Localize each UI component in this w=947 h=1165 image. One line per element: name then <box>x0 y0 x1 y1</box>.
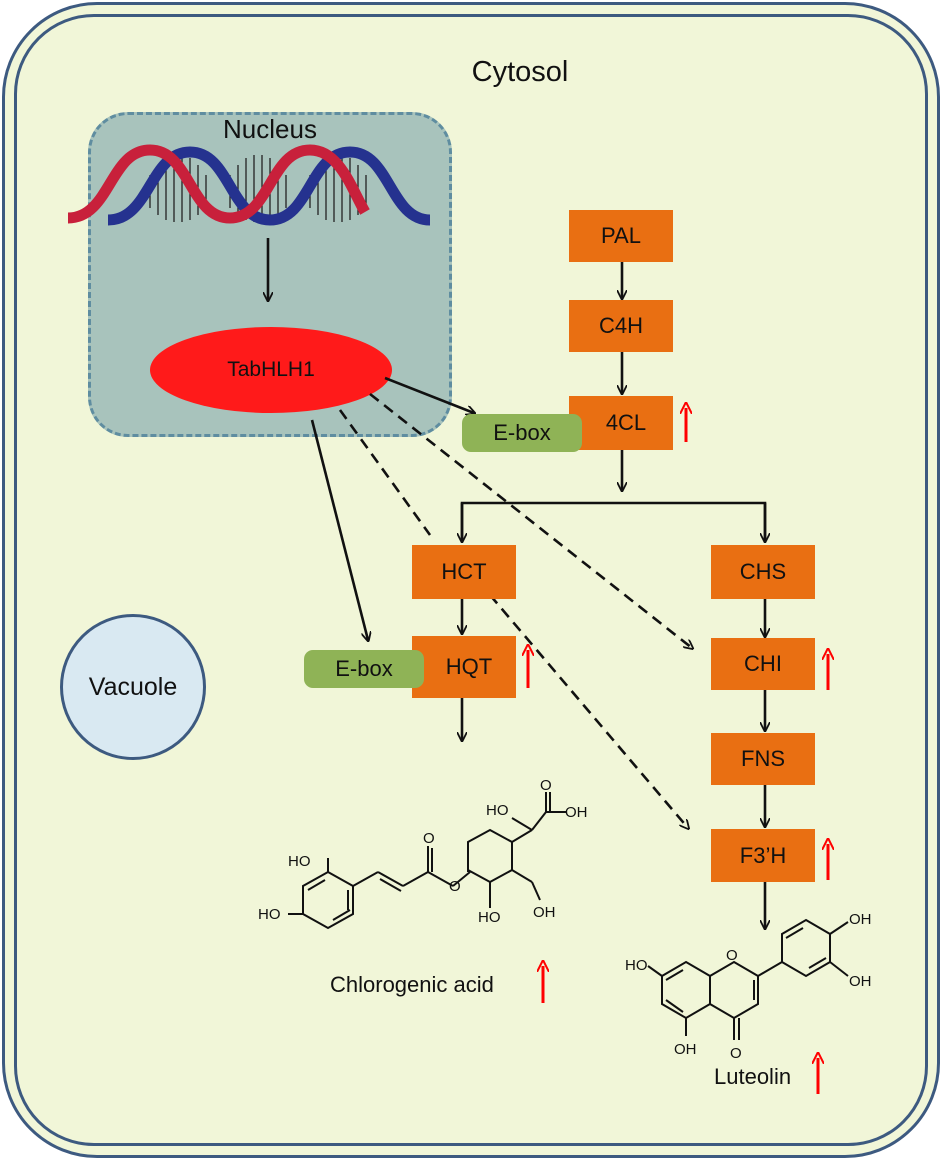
hqt-label: HQT <box>445 654 493 679</box>
cga-o-carbonyl: O <box>449 878 461 895</box>
tf-to-hqt-ebox-arrow <box>310 419 368 640</box>
lut-oh-3p: OH <box>849 911 872 928</box>
lut-o-ring: O <box>726 947 738 964</box>
chlorogenic-acid-label: Chlorogenic acid <box>330 972 494 997</box>
cga-o-ester: O <box>423 830 435 847</box>
cga-ho-2: HO <box>258 906 281 923</box>
nucleus-label: Nucleus <box>223 114 317 144</box>
ebox-hqt: E-box <box>304 650 424 688</box>
enzyme-f3h: F3’H <box>711 829 815 882</box>
enzyme-fns: FNS <box>711 733 815 785</box>
pal-label: PAL <box>601 223 641 248</box>
lut-o-carbonyl: O <box>730 1045 742 1062</box>
ebox-4cl: E-box <box>462 414 582 452</box>
enzyme-pal: PAL <box>569 210 673 262</box>
enzyme-hqt: HQT <box>412 636 516 698</box>
tf-to-chi-dashed-arrow <box>369 392 692 648</box>
dna-blue-strand <box>107 146 431 226</box>
enzyme-chs: CHS <box>711 545 815 599</box>
lut-ho-7: HO <box>625 957 648 974</box>
cga-ho-1: HO <box>288 853 311 870</box>
tf-to-4cl-ebox-arrow <box>384 376 474 413</box>
enzyme-chi: CHI <box>711 638 815 690</box>
4cl-label: 4CL <box>605 410 647 435</box>
cytosol-label: Cytosol <box>471 56 569 88</box>
fns-label: FNS <box>741 746 785 771</box>
cga-ho-5: HO <box>486 802 509 819</box>
chi-label: CHI <box>744 651 782 676</box>
tabhlh1-transcription-factor: TabHLH1 <box>150 327 392 413</box>
tabhlh1-label: TabHLH1 <box>227 358 315 381</box>
cga-oh-6: OH <box>565 804 588 821</box>
tf-to-hct-dashed-line <box>338 409 432 536</box>
ebox-label: E-box <box>493 420 551 445</box>
vacuole-label: Vacuole <box>88 672 178 701</box>
c4h-label: C4H <box>598 313 643 338</box>
f3h-label: F3’H <box>739 842 787 868</box>
enzyme-4cl: 4CL <box>569 396 673 450</box>
hct-to-f3h-dashed-arrow <box>489 594 688 828</box>
lut-oh-4p: OH <box>849 973 872 990</box>
dna-red-strand <box>67 144 370 224</box>
lut-oh-5: OH <box>674 1041 697 1058</box>
chs-label: CHS <box>739 559 787 584</box>
cga-oh-4: OH <box>533 904 556 921</box>
hct-label: HCT <box>441 559 487 584</box>
enzyme-hct: HCT <box>412 545 516 599</box>
luteolin-label: Luteolin <box>714 1064 792 1089</box>
vacuole: Vacuole <box>60 614 206 760</box>
ebox-label-2: E-box <box>335 656 393 681</box>
cga-ho-3: HO <box>478 909 501 926</box>
cga-o-acid: O <box>540 777 552 794</box>
enzyme-c4h: C4H <box>569 300 673 352</box>
